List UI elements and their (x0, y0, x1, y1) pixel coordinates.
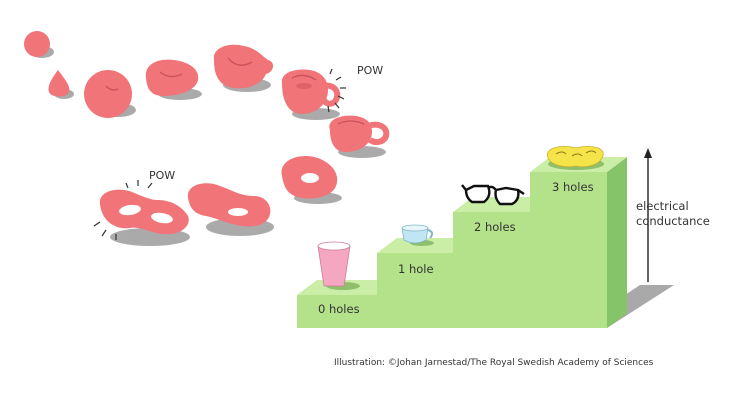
step-1-label: 1 hole (398, 262, 434, 276)
pow-burst-top (327, 68, 346, 113)
credit-line: Illustration: ©Johan Jarnestad/The Royal… (334, 358, 654, 368)
arrow-up-icon (644, 148, 652, 158)
staircase: 0 holes 1 hole 2 holes 3 holes (297, 146, 674, 328)
staircase-side (607, 157, 627, 328)
step-3-face (530, 172, 607, 328)
step-2-face (453, 212, 530, 328)
pretzel-icon (547, 146, 604, 170)
morph-sequence: POW POW (24, 31, 390, 246)
step-3-label: 3 holes (552, 180, 594, 194)
pow-label-top: POW (357, 64, 383, 77)
step-2-label: 2 holes (474, 220, 516, 234)
cup-icon (317, 241, 360, 290)
axis-label-line2: conductance (636, 214, 710, 228)
blob-dimple (105, 85, 119, 91)
blob-bun (145, 59, 199, 96)
blob-mug-handle (329, 115, 390, 152)
staircase-shadow (607, 285, 674, 328)
blob-teardrop (48, 70, 70, 97)
glasses-icon (461, 184, 525, 206)
blob-sphere-large (84, 70, 132, 118)
blob-sphere-small (24, 31, 50, 57)
blob-bulb (213, 44, 274, 89)
step-0-face (297, 295, 377, 328)
blob-torus-one-hole (281, 156, 338, 199)
blob-mug-forming (281, 69, 341, 114)
blob-groove (159, 71, 183, 78)
axis-label-line1: electrical (636, 199, 689, 213)
pow-label-left: POW (149, 169, 175, 182)
step-1-face (377, 253, 453, 328)
step-0-label: 0 holes (318, 302, 360, 316)
mug-icon (401, 224, 434, 246)
blob-two-hole (187, 183, 271, 227)
blob-mask-two-holes (99, 189, 189, 235)
blob-bulb-crease (227, 57, 253, 66)
conductance-axis: electrical conductance (636, 148, 710, 282)
pow-burst-left (93, 180, 153, 240)
